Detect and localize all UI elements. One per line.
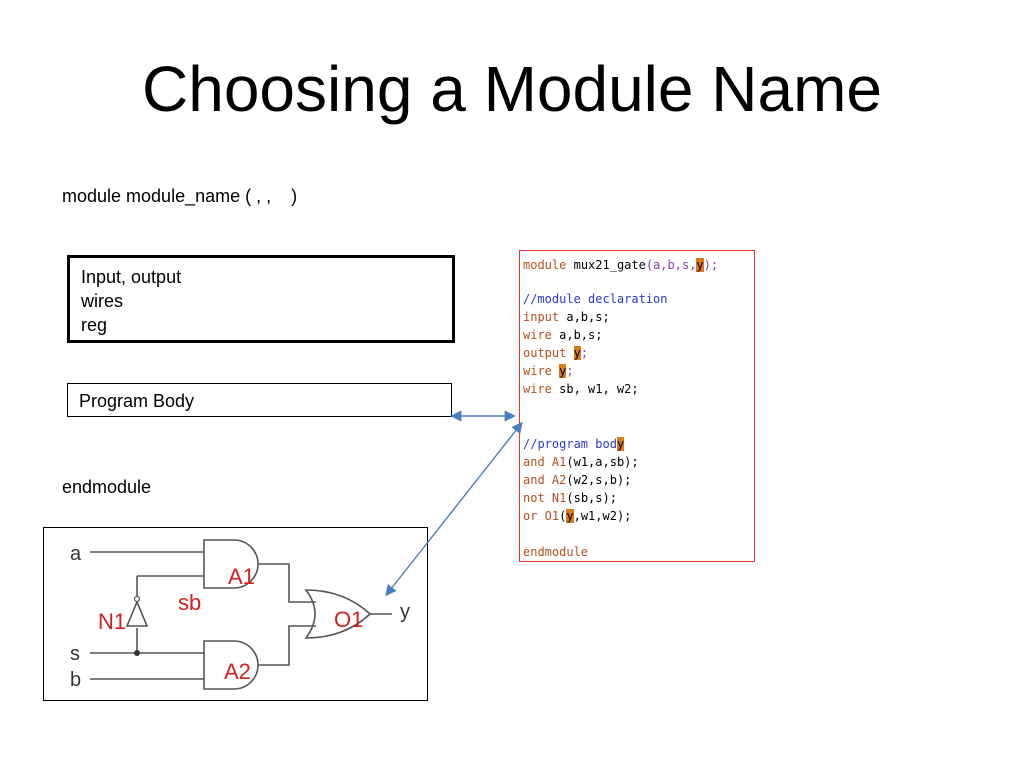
code-gate-name: A2 <box>544 473 567 487</box>
code-punct: ; <box>566 364 574 378</box>
code-args: (w1,a,sb); <box>566 455 639 469</box>
code-keyword: module <box>523 258 567 272</box>
input-label-s: s <box>70 643 80 665</box>
code-args: sb, w1, w2; <box>551 382 639 396</box>
code-punct: ; <box>580 346 589 360</box>
code-keyword: and <box>523 473 545 487</box>
code-line-input: input a,b,s; <box>523 309 610 325</box>
input-label-b: b <box>70 669 81 691</box>
gate-label-a2: A2 <box>224 659 251 684</box>
declaration-line-io: Input, output <box>81 267 182 287</box>
output-label-y: y <box>400 601 410 623</box>
code-keyword: not <box>523 491 545 505</box>
code-keyword: input <box>523 310 560 324</box>
code-keyword: wire <box>523 382 552 396</box>
declaration-line-reg: reg <box>81 315 108 335</box>
code-args: a,b,s; <box>551 328 603 342</box>
code-args: a,b,s; <box>559 310 610 324</box>
declaration-box: Input, output wires reg <box>67 255 455 343</box>
code-keyword: output <box>523 346 567 360</box>
wire-w1 <box>258 563 316 603</box>
code-line-wire-sb: wire sb, w1, w2; <box>523 381 639 397</box>
code-line-module: module mux21_gate(a,b,s,y); <box>523 257 718 273</box>
declaration-line-wires: wires <box>81 291 124 311</box>
mux-circuit-diagram: a s b y A1 A2 O1 N1 sb <box>43 527 428 701</box>
code-punct: ); <box>703 258 719 272</box>
code-args: (sb,s); <box>566 491 617 505</box>
inverter-bubble <box>133 595 141 603</box>
junction-dot <box>134 650 140 656</box>
code-line-endmodule: endmodule <box>523 545 589 559</box>
code-keyword: or <box>523 509 538 523</box>
code-line-wire-y: wire y; <box>523 363 574 379</box>
program-body-box: Program Body <box>67 383 452 417</box>
gate-label-o1: O1 <box>334 607 363 632</box>
code-line-not-n1: not N1(sb,s); <box>523 490 617 506</box>
code-line-wire: wire a,b,s; <box>523 327 602 343</box>
code-line-comment-body: //program body <box>523 436 625 452</box>
code-gate-name: A1 <box>544 455 567 469</box>
code-highlight: y <box>559 364 567 378</box>
program-body-label: Program Body <box>79 391 195 411</box>
code-line-or-o1: or O1(y,w1,w2); <box>523 508 631 524</box>
code-args: ,w1,w2); <box>573 509 632 523</box>
input-label-a: a <box>70 543 82 565</box>
code-line-output: output y; <box>523 345 588 361</box>
gate-label-n1: N1 <box>98 609 126 634</box>
code-highlight: y <box>616 437 625 451</box>
code-highlight: y <box>573 346 581 360</box>
code-highlight: y <box>566 509 574 523</box>
code-keyword: wire <box>523 364 552 378</box>
signal-label-sb: sb <box>178 590 201 615</box>
code-highlight: y <box>696 258 704 272</box>
code-punct: (a,b,s, <box>645 258 697 272</box>
code-punct: ( <box>559 509 567 523</box>
code-comment: //program bod <box>523 437 617 451</box>
code-keyword: and <box>523 455 545 469</box>
or-gate-o1 <box>304 589 372 639</box>
endmodule-text: endmodule <box>62 477 152 497</box>
code-line-comment-decl: //module declaration <box>523 292 668 306</box>
circuit-schematic: a s b y A1 A2 O1 N1 sb <box>70 539 410 691</box>
module-signature: module module_name ( , , ) <box>62 186 298 206</box>
code-args: (w2,s,b); <box>566 473 632 487</box>
and-gate-a2 <box>203 640 259 690</box>
code-gate-name: N1 <box>544 491 567 505</box>
wire-w2 <box>258 625 316 666</box>
code-line-and-a1: and A1(w1,a,sb); <box>523 454 639 470</box>
code-keyword: wire <box>523 328 552 342</box>
inverter-n1 <box>125 599 149 627</box>
gate-label-a1: A1 <box>228 564 255 589</box>
code-module-name: mux21_gate <box>573 258 646 272</box>
slide-title: Choosing a Module Name <box>142 53 882 125</box>
and-gate-a1 <box>203 539 259 589</box>
code-listing: module mux21_gate(a,b,s,y); //module dec… <box>519 250 755 562</box>
code-line-and-a2: and A2(w2,s,b); <box>523 472 631 488</box>
code-gate-name: O1 <box>537 509 560 523</box>
